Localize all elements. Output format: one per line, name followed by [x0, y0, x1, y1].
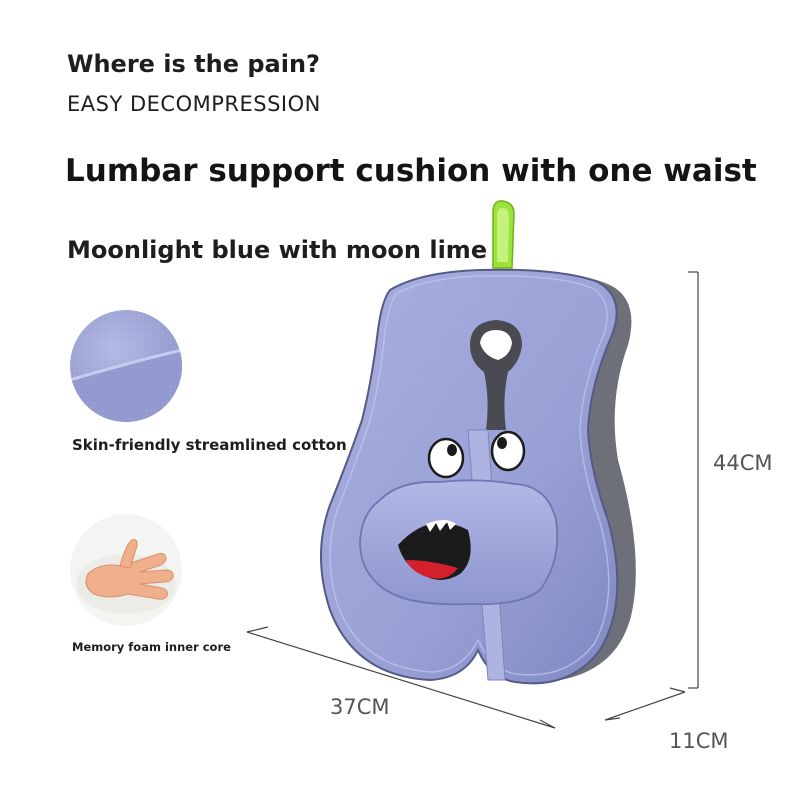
tagline: EASY DECOMPRESSION — [67, 92, 321, 116]
width-dimension: 37CM — [330, 695, 390, 719]
fabric-swatch-icon — [70, 310, 182, 422]
product-headline: Lumbar support cushion with one waist — [65, 153, 757, 189]
height-dimension: 44CM — [713, 451, 773, 475]
dimension-lines — [246, 271, 699, 729]
hand-press-foam-icon — [70, 514, 182, 626]
cushion-eyes — [427, 430, 526, 479]
color-name: Moonlight blue with moon lime — [67, 236, 488, 264]
feature-memory-foam: Memory foam inner core — [72, 640, 231, 654]
question-heading: Where is the pain? — [67, 50, 320, 78]
depth-dimension: 11CM — [669, 729, 729, 753]
feature-cotton: Skin-friendly streamlined cotton — [72, 436, 347, 454]
